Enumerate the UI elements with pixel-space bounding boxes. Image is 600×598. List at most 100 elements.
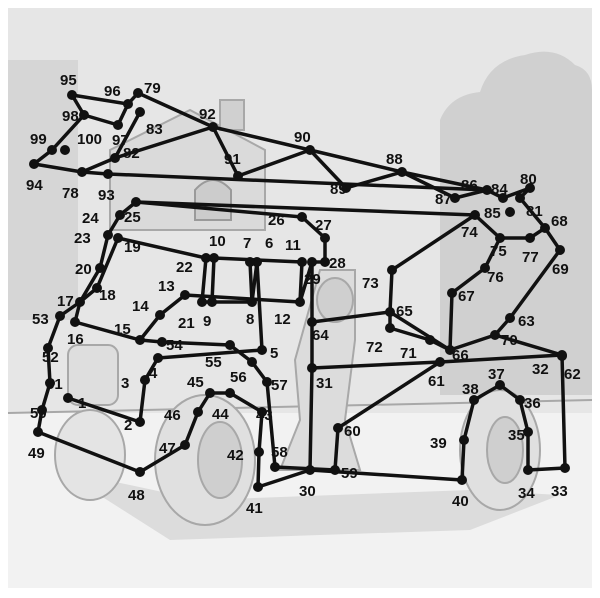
dot-49[interactable]	[33, 427, 43, 437]
dot-24[interactable]	[115, 210, 125, 220]
dot-7[interactable]	[245, 257, 255, 267]
dot-27[interactable]	[320, 233, 330, 243]
dot-59[interactable]	[330, 465, 340, 475]
dot-22[interactable]	[201, 253, 211, 263]
dot-20[interactable]	[95, 263, 105, 273]
dot-50[interactable]	[37, 405, 47, 415]
dot-10[interactable]	[209, 253, 219, 263]
dot-37[interactable]	[495, 380, 505, 390]
dot-82[interactable]	[110, 153, 120, 163]
dot-68[interactable]	[540, 223, 550, 233]
dot-99[interactable]	[47, 145, 57, 155]
dot-35[interactable]	[523, 427, 533, 437]
dot-95[interactable]	[67, 90, 77, 100]
dot-23[interactable]	[103, 230, 113, 240]
dot-65[interactable]	[385, 307, 395, 317]
dot-48[interactable]	[135, 467, 145, 477]
dot-55[interactable]	[225, 340, 235, 350]
dot-15[interactable]	[135, 335, 145, 345]
dot-92[interactable]	[208, 122, 218, 132]
dot-88[interactable]	[397, 167, 407, 177]
dot-76[interactable]	[480, 263, 490, 273]
dot-44[interactable]	[225, 388, 235, 398]
dot-17[interactable]	[75, 297, 85, 307]
dot-21[interactable]	[197, 297, 207, 307]
dot-80[interactable]	[525, 183, 535, 193]
dot-62[interactable]	[557, 350, 567, 360]
dot-70[interactable]	[490, 330, 500, 340]
dot-98[interactable]	[79, 110, 89, 120]
dot-4[interactable]	[153, 353, 163, 363]
dot-64[interactable]	[307, 317, 317, 327]
dot-30[interactable]	[305, 465, 315, 475]
dot-77[interactable]	[525, 233, 535, 243]
dot-2[interactable]	[135, 417, 145, 427]
dot-3[interactable]	[140, 375, 150, 385]
dot-42[interactable]	[254, 447, 264, 457]
dot-96[interactable]	[123, 99, 133, 109]
dot-43[interactable]	[257, 407, 267, 417]
dot-87[interactable]	[450, 193, 460, 203]
dot-8[interactable]	[247, 297, 257, 307]
dot-12[interactable]	[295, 297, 305, 307]
dot-91[interactable]	[233, 171, 243, 181]
dot-9[interactable]	[207, 297, 217, 307]
dot-34[interactable]	[523, 465, 533, 475]
dot-1[interactable]	[63, 393, 73, 403]
dot-54[interactable]	[157, 337, 167, 347]
dot-13[interactable]	[180, 290, 190, 300]
dot-53[interactable]	[55, 311, 65, 321]
dot-41[interactable]	[253, 482, 263, 492]
dot-83[interactable]	[135, 107, 145, 117]
dot-72[interactable]	[385, 323, 395, 333]
dot-51[interactable]	[45, 378, 55, 388]
dot-18[interactable]	[92, 283, 102, 293]
dot-label-90: 90	[294, 129, 311, 146]
dot-78[interactable]	[77, 167, 87, 177]
dot-52[interactable]	[43, 343, 53, 353]
dot-94[interactable]	[29, 159, 39, 169]
dot-56[interactable]	[247, 357, 257, 367]
dot-86[interactable]	[482, 185, 492, 195]
dot-75[interactable]	[495, 233, 505, 243]
dot-5[interactable]	[257, 345, 267, 355]
dot-45[interactable]	[205, 388, 215, 398]
dot-73[interactable]	[387, 265, 397, 275]
dot-46[interactable]	[193, 407, 203, 417]
dot-85[interactable]	[505, 207, 515, 217]
dot-26[interactable]	[297, 212, 307, 222]
dot-40[interactable]	[457, 475, 467, 485]
dot-66[interactable]	[445, 345, 455, 355]
dot-36[interactable]	[515, 395, 525, 405]
dot-89[interactable]	[341, 183, 351, 193]
dot-29[interactable]	[307, 257, 317, 267]
dot-79[interactable]	[133, 88, 143, 98]
dot-14[interactable]	[155, 310, 165, 320]
dot-81[interactable]	[515, 193, 525, 203]
dot-67[interactable]	[447, 288, 457, 298]
dot-11[interactable]	[297, 257, 307, 267]
dot-71[interactable]	[425, 335, 435, 345]
dot-57[interactable]	[262, 377, 272, 387]
dot-38[interactable]	[469, 395, 479, 405]
dot-93[interactable]	[103, 169, 113, 179]
dot-90[interactable]	[305, 145, 315, 155]
dot-39[interactable]	[459, 435, 469, 445]
dot-69[interactable]	[555, 245, 565, 255]
dot-97[interactable]	[113, 120, 123, 130]
dot-6[interactable]	[252, 257, 262, 267]
dot-74[interactable]	[470, 210, 480, 220]
dot-25[interactable]	[131, 197, 141, 207]
dot-31[interactable]	[307, 363, 317, 373]
dot-63[interactable]	[505, 313, 515, 323]
dot-58[interactable]	[270, 462, 280, 472]
dot-100[interactable]	[60, 145, 70, 155]
dot-61[interactable]	[435, 357, 445, 367]
dot-84[interactable]	[498, 193, 508, 203]
dot-60[interactable]	[333, 423, 343, 433]
dot-19[interactable]	[113, 233, 123, 243]
dot-33[interactable]	[560, 463, 570, 473]
dot-47[interactable]	[180, 440, 190, 450]
dot-16[interactable]	[70, 317, 80, 327]
dot-28[interactable]	[320, 257, 330, 267]
